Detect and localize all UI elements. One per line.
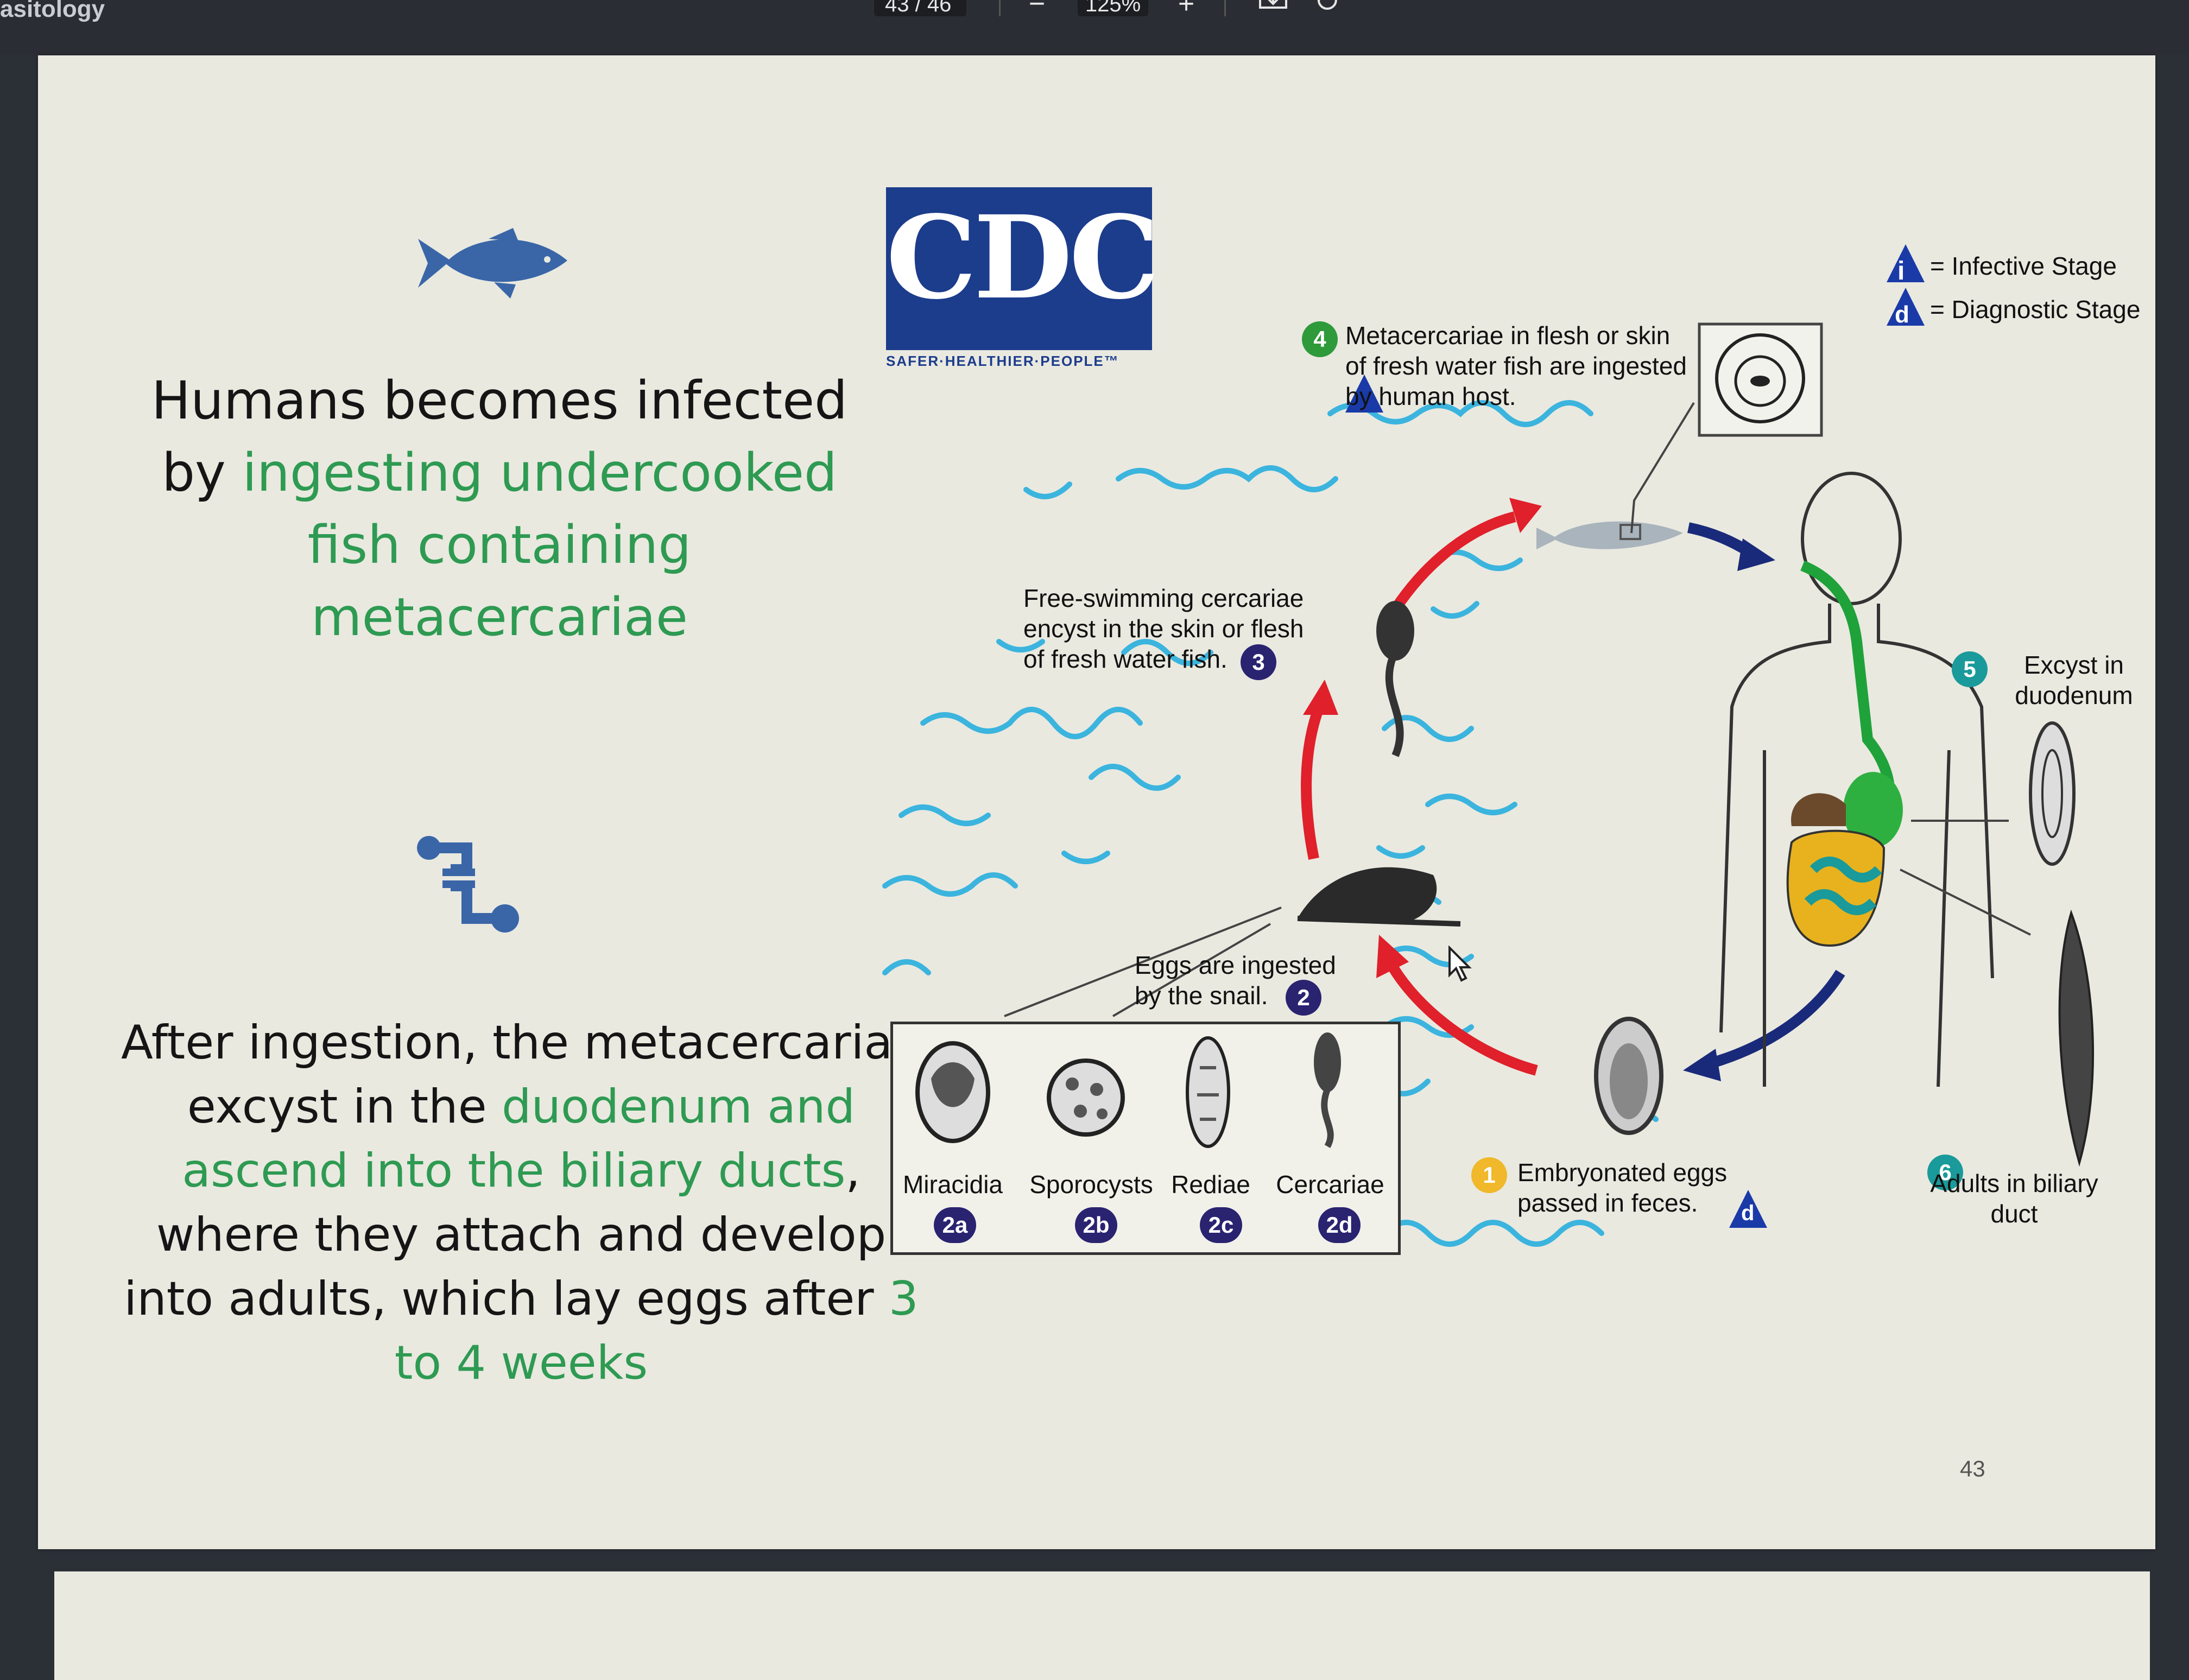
human-host (1719, 472, 1994, 1087)
snail-stages-box (890, 1022, 1401, 1255)
step-6-badge: 6 (1927, 1155, 1963, 1190)
zoom-in-button[interactable]: + (1178, 0, 1195, 20)
duodenum-biliary-highlight: duodenum and ascend into the biliary duc… (182, 1080, 856, 1198)
page-total: / 46 (915, 0, 952, 16)
legend-triangles (1345, 244, 1925, 1228)
next-slide-preview (54, 1571, 2150, 1680)
page-number-field[interactable]: 43 / 46 (874, 0, 966, 16)
step-2-text: Eggs are ingested by the snail. (1135, 951, 1336, 1010)
page-current[interactable]: 43 (885, 0, 909, 16)
intestine (1786, 829, 1886, 947)
zoom-out-button[interactable]: − (1028, 0, 1046, 20)
legend-diagnostic-stage: = Diagnostic Stage (1930, 295, 2141, 324)
redia (1186, 1036, 1230, 1148)
fit-page-icon (1259, 0, 1287, 9)
step-4-badge: 4 (1302, 321, 1338, 357)
fit-page-button[interactable] (1257, 0, 1289, 17)
infection-route-highlight: ingesting undercooked fish containing me… (242, 442, 837, 648)
step-1-diagnostic-glyph: d (1741, 1201, 1755, 1225)
stage-badge-2b: 2b (1075, 1207, 1117, 1243)
snail (1004, 867, 1461, 1017)
step-5-badge: 5 (1952, 651, 1988, 687)
step-2-badge: 2 (1286, 980, 1321, 1016)
stage-badge-2c: 2c (1200, 1207, 1242, 1243)
excysted-metacercaria (2029, 721, 2076, 866)
viewer-toolbar: asitology 43 / 46 − 125% + (0, 0, 2189, 54)
toolbar-divider (999, 0, 1001, 16)
infection-route-text: Humans becomes infected by ingesting und… (151, 370, 848, 648)
step-5-text: Excyst in duodenum (2015, 651, 2133, 709)
miracidium (915, 1041, 990, 1143)
zoom-level-field[interactable]: 125% (1078, 0, 1148, 16)
life-cycle-diagram: CDC SAFER·HEALTHIER·PEOPLE™ (38, 55, 2155, 1549)
stage-label-cercariae: Cercariae (1276, 1170, 1384, 1199)
stage-badge-2d: 2d (1318, 1207, 1361, 1243)
stomach (1843, 772, 1903, 848)
legend-i-glyph: i (1897, 257, 1905, 286)
diagram-art (882, 244, 2095, 1247)
step-3-text: Free-swimming cercariae encyst in the sk… (1023, 584, 1304, 673)
fresh-water-fish (1536, 521, 1683, 549)
metacercaria-cyst (1698, 322, 1823, 437)
embryonated-egg (1594, 1017, 1663, 1135)
cursor-icon (1448, 946, 1472, 982)
rotate-icon (1317, 0, 1337, 10)
development-text: After ingestion, the metacercariae excys… (121, 1016, 922, 1390)
pipe-icon (417, 836, 519, 933)
stage-label-rediae: Rediae (1171, 1170, 1250, 1199)
adult-fluke (2058, 909, 2095, 1167)
cercaria-stage (1314, 1032, 1341, 1148)
legend-infective-stage: = Infective Stage (1930, 252, 2117, 280)
legend-d-glyph: d (1895, 301, 1909, 328)
rotate-button[interactable] (1311, 0, 1344, 17)
document-title: asitology (0, 0, 105, 22)
step-4-text: Metacercariae in flesh or skin of fresh … (1345, 321, 1687, 410)
step-3-badge: 3 (1241, 644, 1276, 680)
weeks-highlight: 3 to 4 weeks (394, 1272, 919, 1390)
slide: Humans becomes infected by ingesting und… (38, 55, 2155, 1549)
step-6-text: Adults in biliary duct (1930, 1169, 2098, 1228)
cercaria (1376, 601, 1414, 757)
step-1-badge: 1 (1471, 1157, 1507, 1193)
cdc-logo: CDC (886, 187, 1160, 350)
sporocyst (1047, 1058, 1125, 1137)
fish-icon (418, 228, 567, 299)
stage-label-miracidia: Miracidia (902, 1170, 1003, 1199)
cdc-tagline: SAFER·HEALTHIER·PEOPLE™ (886, 353, 1119, 369)
step-1-text: Embryonated eggs passed in feces. (1517, 1158, 1728, 1217)
stage-badge-2a: 2a (934, 1207, 976, 1243)
liver (1791, 793, 1846, 826)
slide-page-number: 43 (1960, 1456, 1985, 1481)
stage-label-sporocysts: Sporocysts (1029, 1170, 1153, 1199)
toolbar-divider (1224, 0, 1226, 16)
snail-stage-drawings (915, 1032, 1341, 1148)
